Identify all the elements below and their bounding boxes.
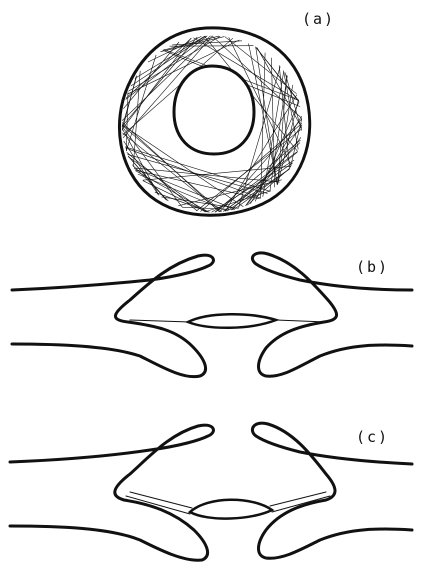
panel-b-central-lens <box>188 314 276 328</box>
annulus-chord <box>256 47 300 102</box>
annulus-chord <box>122 126 182 207</box>
annulus-chord <box>261 53 266 199</box>
panel-b-diagram <box>12 253 412 377</box>
panel-label-b: (b) <box>356 258 389 276</box>
panel-c-diagram <box>10 423 412 560</box>
panel-c-left-shape <box>10 425 213 560</box>
annulus-inner-boundary <box>174 66 254 154</box>
annulus-chord <box>126 55 156 151</box>
panel-b-left-tie <box>130 320 190 322</box>
panel-b-right-tie <box>276 320 326 322</box>
panel-c-central-lens <box>190 500 272 519</box>
panel-label-a: (a) <box>302 10 335 28</box>
panel-label-c: (c) <box>356 428 389 446</box>
panel-a-annulus <box>119 28 309 215</box>
panel-b-left-shape <box>12 255 213 377</box>
annulus-chord <box>138 174 227 211</box>
